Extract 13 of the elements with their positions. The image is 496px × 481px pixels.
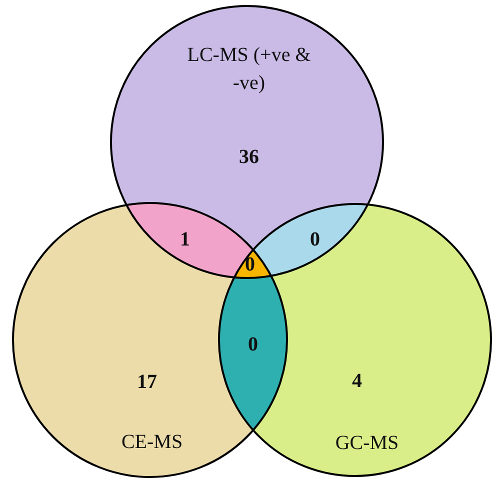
count-label: 36: [238, 145, 260, 170]
set-label: GC-MS: [334, 431, 400, 456]
count-label: 0: [245, 254, 255, 276]
set-label: CE-MS: [120, 430, 184, 455]
set-circle: [218, 203, 492, 477]
set-label: LC-MS (+ve & -ve): [186, 43, 312, 96]
set-circle: [12, 202, 288, 478]
count-label: 17: [136, 370, 158, 395]
count-label: 0: [248, 334, 258, 356]
count-label: 0: [310, 228, 320, 252]
count-label: 1: [180, 228, 190, 252]
set-circle: [110, 5, 384, 279]
count-label: 4: [351, 369, 363, 394]
